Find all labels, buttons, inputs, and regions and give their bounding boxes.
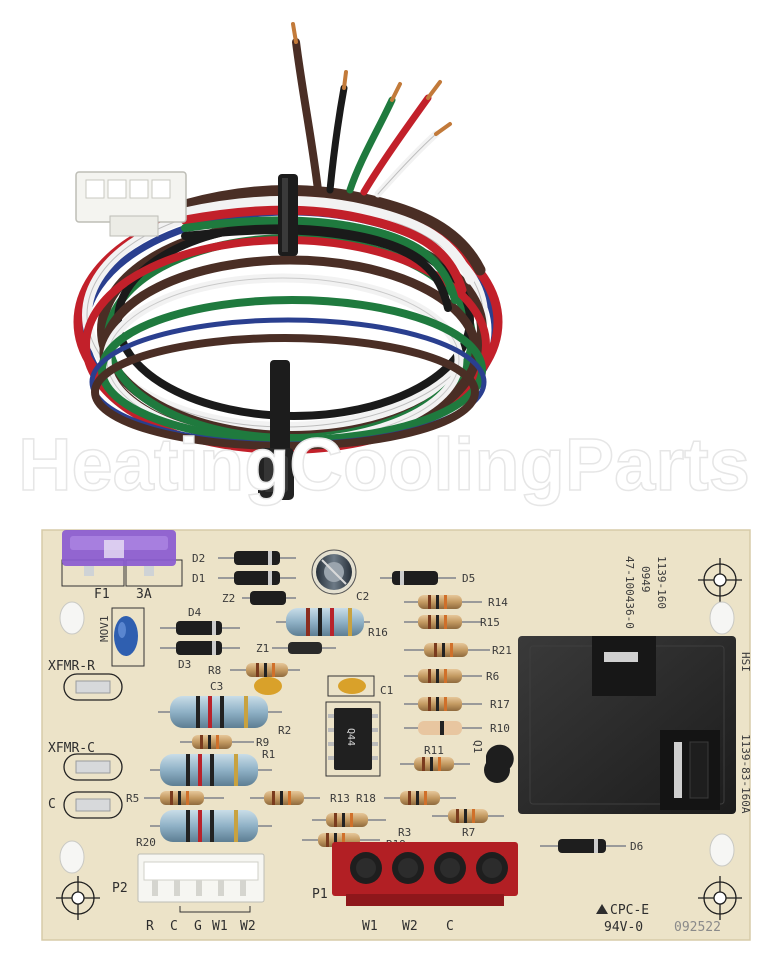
label-z2: Z2 bbox=[222, 592, 235, 605]
resistor-r9 bbox=[180, 735, 254, 749]
cable-tie-top bbox=[278, 174, 298, 256]
chip-marking: Q44 bbox=[345, 728, 356, 746]
p2-pin-w1: W1 bbox=[212, 919, 228, 934]
p2-label: P2 bbox=[112, 881, 128, 896]
relay-label: HSI bbox=[739, 652, 752, 672]
terminal-label-c: C bbox=[48, 797, 56, 812]
harness-connector bbox=[75, 171, 187, 237]
label-r20: R20 bbox=[136, 836, 156, 849]
label-z1: Z1 bbox=[256, 642, 269, 655]
label-c3: C3 bbox=[210, 680, 223, 693]
resistor-r18 bbox=[384, 791, 456, 805]
cable-tie-bottom bbox=[258, 360, 294, 500]
connector-p2 bbox=[137, 853, 265, 903]
label-d5: D5 bbox=[462, 572, 475, 585]
zener-z1 bbox=[272, 642, 336, 654]
model-ref: 47-100436-0 bbox=[623, 556, 636, 629]
resistor-r13 bbox=[250, 791, 320, 805]
label-d4: D4 bbox=[188, 606, 202, 619]
p2-pin-w2: W2 bbox=[240, 919, 256, 934]
mov-label: MOV1 bbox=[98, 616, 111, 643]
label-c2: C2 bbox=[356, 590, 369, 603]
label-r1: R1 bbox=[262, 748, 275, 761]
p1-pin-w1: W1 bbox=[362, 919, 378, 934]
wire-harness bbox=[73, 22, 503, 500]
p1-label: P1 bbox=[312, 887, 328, 902]
quick-connect-terminals bbox=[63, 673, 123, 819]
resistor-r11 bbox=[400, 757, 470, 771]
date-code: 0949 bbox=[639, 566, 652, 593]
label-q1: Q1 bbox=[471, 740, 484, 753]
resistor-r7 bbox=[432, 809, 504, 823]
relay bbox=[518, 636, 736, 814]
serial-number: 092522 bbox=[674, 920, 721, 935]
label-r15: R15 bbox=[480, 616, 500, 629]
diode-d5 bbox=[380, 571, 456, 585]
label-d3: D3 bbox=[178, 658, 191, 671]
p2-pin-c: C bbox=[170, 919, 178, 934]
chip-u1: Q44 bbox=[325, 701, 381, 777]
connector-p1 bbox=[332, 842, 518, 906]
label-d2: D2 bbox=[192, 552, 205, 565]
label-r3: R3 bbox=[398, 826, 411, 839]
diode-d6 bbox=[540, 839, 626, 853]
capacitor-c1 bbox=[327, 675, 375, 697]
mov bbox=[111, 607, 145, 667]
fuse-rating: 3A bbox=[136, 587, 152, 602]
cert-triangle bbox=[596, 904, 608, 914]
label-r13: R13 bbox=[330, 792, 350, 805]
diodes-d3-d4 bbox=[160, 621, 240, 655]
loose-wire-ends bbox=[292, 38, 440, 198]
label-r10: R10 bbox=[490, 722, 510, 735]
p1-pin-c: C bbox=[446, 919, 454, 934]
terminal-label-xfmr-r: XFMR-R bbox=[48, 659, 95, 674]
circuit-board: F1 3A MOV1 XFMR-R XFMR-C C bbox=[41, 529, 752, 941]
standoffs bbox=[59, 601, 735, 874]
label-d1: D1 bbox=[192, 572, 205, 585]
resistor-column-right bbox=[404, 595, 490, 735]
label-r21: R21 bbox=[492, 644, 512, 657]
capacitor-c2 bbox=[311, 549, 357, 595]
rating-label: 94V-0 bbox=[604, 920, 643, 935]
p1-pin-w2: W2 bbox=[402, 919, 418, 934]
copper-tips bbox=[291, 22, 452, 136]
resistor-r8 bbox=[230, 663, 300, 677]
label-r6: R6 bbox=[486, 670, 499, 683]
fuse bbox=[61, 530, 183, 587]
resistor-r1 bbox=[150, 754, 272, 786]
part-number: 1139-160 bbox=[655, 556, 668, 609]
label-r16: R16 bbox=[368, 626, 388, 639]
resistor-r5 bbox=[144, 791, 224, 805]
label-r11: R11 bbox=[424, 744, 444, 757]
p2-pin-r: R bbox=[146, 919, 154, 934]
label-r5: R5 bbox=[126, 792, 139, 805]
diodes-top bbox=[218, 551, 296, 605]
terminal-label-xfmr-c: XFMR-C bbox=[48, 741, 95, 756]
resistor-r2 bbox=[158, 696, 282, 728]
side-code: 1139-83-160A bbox=[739, 734, 752, 814]
label-r7: R7 bbox=[462, 826, 475, 839]
resistor-r16 bbox=[276, 608, 370, 636]
label-r2: R2 bbox=[278, 724, 291, 737]
capacitor-c3 bbox=[254, 677, 282, 695]
fuse-label: F1 bbox=[94, 587, 110, 602]
label-c1: C1 bbox=[380, 684, 393, 697]
transistor-q1 bbox=[484, 744, 514, 783]
resistor-r20 bbox=[150, 810, 272, 842]
label-r9: R9 bbox=[256, 736, 269, 749]
p2-bracket bbox=[179, 906, 251, 913]
label-r18: R18 bbox=[356, 792, 376, 805]
resistor-r3 bbox=[312, 813, 386, 827]
label-d6: D6 bbox=[630, 840, 643, 853]
watermark: HeatingCoolingParts bbox=[18, 423, 750, 506]
p2-pin-g: G bbox=[194, 919, 202, 934]
label-r14: R14 bbox=[488, 596, 508, 609]
label-r8: R8 bbox=[208, 664, 221, 677]
cert-label: CPC-E bbox=[610, 903, 649, 918]
label-r17: R17 bbox=[490, 698, 510, 711]
mounting-holes bbox=[56, 558, 742, 920]
